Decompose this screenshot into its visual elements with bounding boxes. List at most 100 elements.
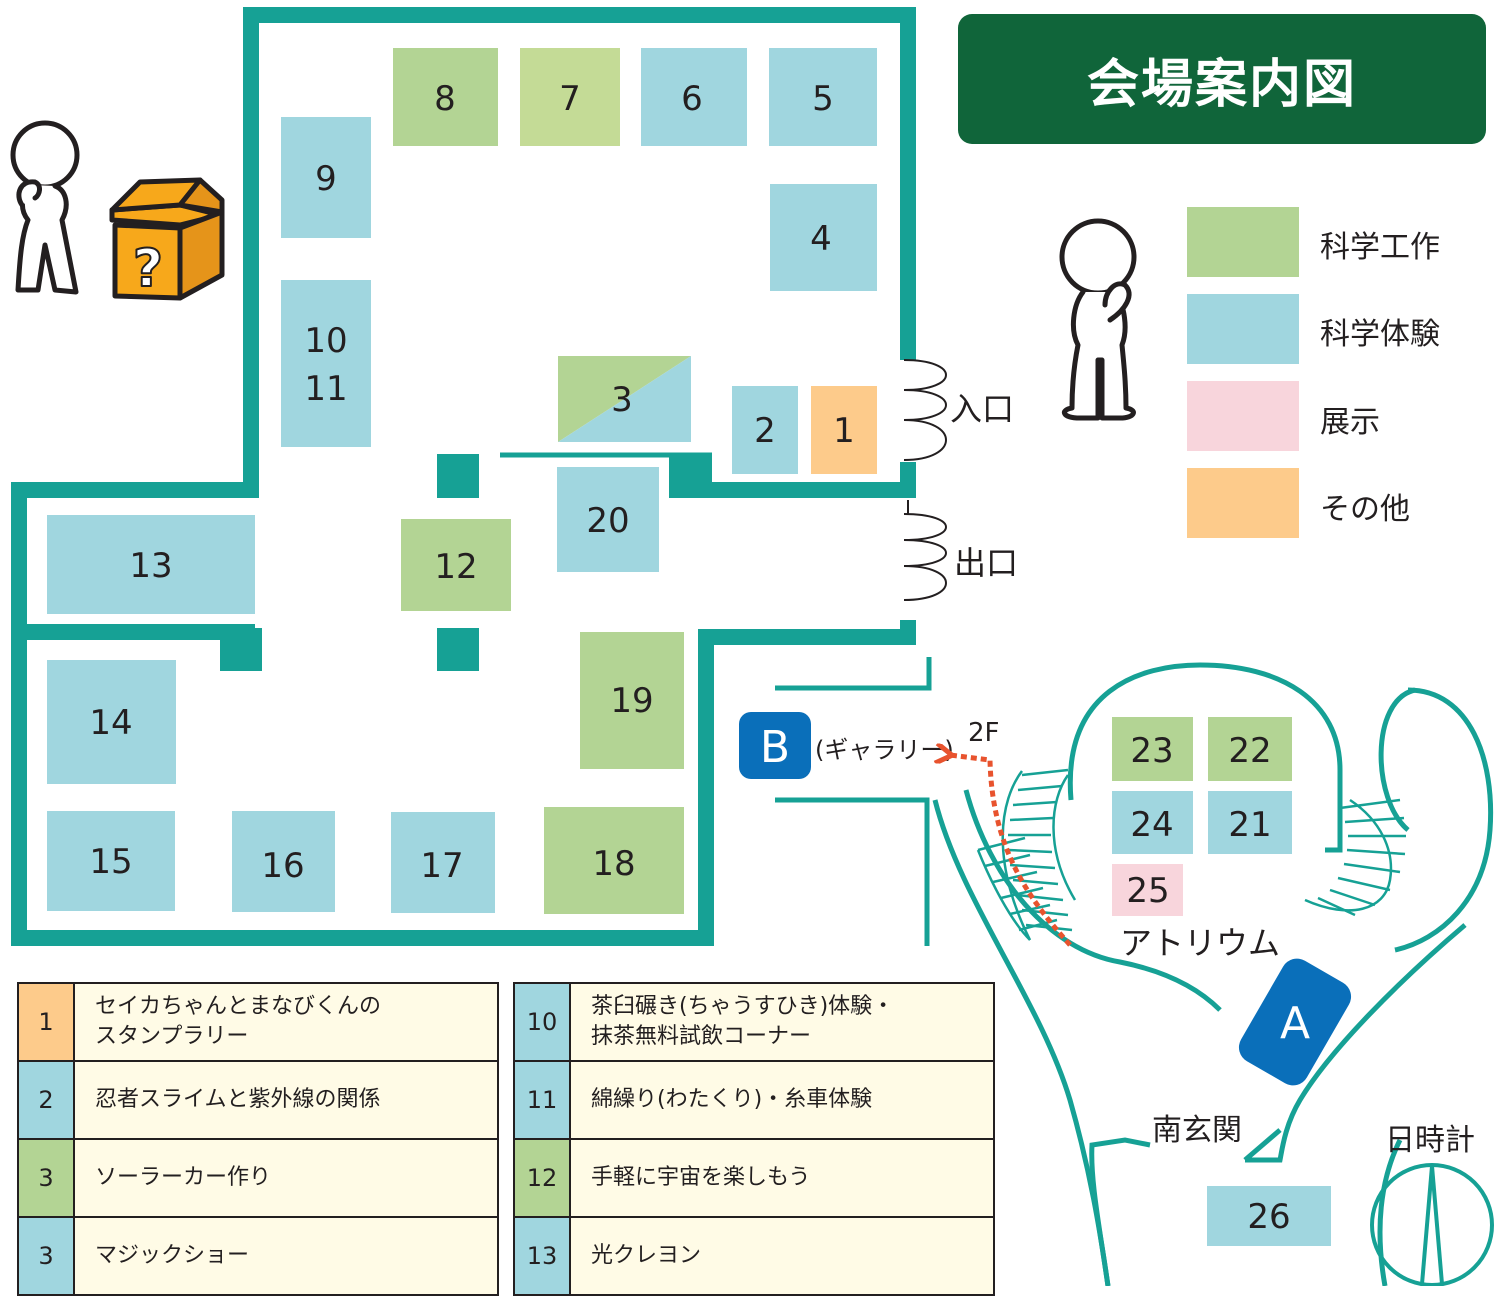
- booth-7[interactable]: 7: [520, 48, 620, 146]
- legend-label-exhibit: 展示: [1320, 405, 1380, 440]
- booth-10-11[interactable]: 10 11: [281, 280, 371, 447]
- corridor: [775, 657, 932, 946]
- booth-12-label: 12: [434, 547, 477, 587]
- booth-1-label: 1: [833, 411, 855, 451]
- legend-swatch-craft: [1187, 207, 1299, 277]
- booth-19[interactable]: 19: [580, 632, 684, 769]
- booth-15[interactable]: 15: [47, 811, 175, 911]
- booth-4[interactable]: 4: [770, 184, 877, 291]
- legend-label-other: その他: [1320, 492, 1410, 527]
- booth-15-label: 15: [89, 842, 132, 882]
- booth-13-label: 13: [129, 546, 172, 586]
- table-row: 11 綿繰り(わたくり)・糸車体験: [513, 1060, 995, 1140]
- booth-17-label: 17: [420, 846, 463, 886]
- booth-1[interactable]: 1: [811, 386, 877, 474]
- pillars: [220, 454, 712, 671]
- table-row: 1 セイカちゃんとまなびくんの スタンプラリー: [17, 982, 499, 1062]
- booth-19-label: 19: [610, 681, 653, 721]
- program-num: 3: [17, 1138, 75, 1218]
- sundial-icon: [1370, 1163, 1494, 1286]
- program-title: マジックショー: [73, 1216, 499, 1296]
- table-row: 13 光クレヨン: [513, 1216, 995, 1296]
- entrance-marker-a[interactable]: A: [1233, 953, 1357, 1091]
- booth-12[interactable]: 12: [401, 519, 511, 611]
- booth-21[interactable]: 21: [1208, 791, 1292, 854]
- program-title: 光クレヨン: [569, 1216, 995, 1296]
- booth-18-label: 18: [592, 844, 635, 884]
- program-num: 1: [17, 982, 75, 1062]
- entrance-label: 入口: [950, 390, 1014, 428]
- booth-25[interactable]: 25: [1112, 864, 1183, 916]
- map-title-banner: 会場案内図: [958, 14, 1486, 144]
- route-arrow: [950, 755, 1072, 947]
- thinking-person-icon: [1059, 218, 1137, 421]
- booth-22[interactable]: 22: [1208, 717, 1292, 781]
- booth-10-label: 10: [304, 321, 347, 361]
- booth-16-label: 16: [261, 846, 304, 886]
- booth-21-label: 21: [1228, 805, 1271, 845]
- booth-7-label: 7: [559, 79, 581, 119]
- booth-14[interactable]: 14: [47, 660, 176, 784]
- marker-b-label: B: [760, 722, 790, 773]
- atrium-stairs-right: [1304, 798, 1406, 917]
- sundial-label: 日時計: [1385, 1123, 1475, 1158]
- booth-3[interactable]: 3: [558, 356, 691, 442]
- mystery-box-icon: ?: [109, 177, 225, 301]
- booth-5-label: 5: [812, 79, 834, 119]
- legend-label-experience: 科学体験: [1320, 317, 1440, 352]
- program-num: 11: [513, 1060, 571, 1140]
- booth-8[interactable]: 8: [393, 48, 498, 146]
- booth-18[interactable]: 18: [544, 807, 684, 914]
- booth-26-label: 26: [1247, 1197, 1290, 1237]
- booth-20[interactable]: 20: [557, 467, 659, 572]
- gallery-marker-b[interactable]: B: [739, 712, 811, 779]
- booth-14-label: 14: [89, 703, 132, 743]
- booth-9-label: 9: [315, 159, 337, 199]
- program-table-left: 1 セイカちゃんとまなびくんの スタンプラリー 2 忍者スライムと紫外線の関係 …: [17, 982, 499, 1296]
- booth-9[interactable]: 9: [281, 117, 371, 238]
- table-row: 3 マジックショー: [17, 1216, 499, 1296]
- program-num: 13: [513, 1216, 571, 1296]
- booth-13[interactable]: 13: [47, 515, 255, 614]
- south-entrance-label: 南玄関: [1152, 1113, 1242, 1148]
- program-num: 12: [513, 1138, 571, 1218]
- program-num: 2: [17, 1060, 75, 1140]
- table-row: 3 ソーラーカー作り: [17, 1138, 499, 1218]
- building-walls: [11, 7, 916, 946]
- program-table-right: 10 茶臼碾き(ちゃうすひき)体験・ 抹茶無料試飲コーナー 11 綿繰り(わたく…: [513, 982, 995, 1296]
- program-title: 手軽に宇宙を楽しもう: [569, 1138, 995, 1218]
- booth-25-label: 25: [1126, 871, 1169, 911]
- booth-6-label: 6: [681, 79, 703, 119]
- atrium-label: アトリウム: [1120, 924, 1280, 962]
- booth-17[interactable]: 17: [391, 812, 495, 913]
- booth-26[interactable]: 26: [1207, 1186, 1331, 1246]
- booth-4-label: 4: [810, 219, 832, 259]
- table-row: 2 忍者スライムと紫外線の関係: [17, 1060, 499, 1140]
- booth-2[interactable]: 2: [732, 386, 798, 474]
- booth-16[interactable]: 16: [232, 811, 335, 912]
- gallery-label: (ギャラリー): [815, 736, 954, 764]
- booth-6[interactable]: 6: [641, 48, 747, 146]
- exit-door: [903, 500, 947, 601]
- booth-5[interactable]: 5: [769, 48, 877, 146]
- booth-23[interactable]: 23: [1112, 717, 1193, 781]
- atrium-structure: [932, 662, 1494, 1286]
- program-title: セイカちゃんとまなびくんの スタンプラリー: [73, 982, 499, 1062]
- booth-8-label: 8: [434, 79, 456, 119]
- marker-a-label: A: [1280, 998, 1310, 1049]
- legend-swatch-exhibit: [1187, 381, 1299, 451]
- entrance-door: [903, 359, 947, 461]
- program-title: ソーラーカー作り: [73, 1138, 499, 1218]
- table-row: 12 手軽に宇宙を楽しもう: [513, 1138, 995, 1218]
- booth-11-label: 11: [304, 369, 347, 409]
- booth-24[interactable]: 24: [1112, 791, 1193, 854]
- program-title: 綿繰り(わたくり)・糸車体験: [569, 1060, 995, 1140]
- booth-2-label: 2: [754, 411, 776, 451]
- map-title: 会場案内図: [1086, 54, 1357, 115]
- legend-swatch-other: [1187, 468, 1299, 538]
- question-mark: ?: [133, 239, 163, 299]
- booth-24-label: 24: [1130, 805, 1173, 845]
- legend-label-craft: 科学工作: [1320, 230, 1440, 265]
- booths: 8 7 6 5 9 4 10 11 3 2 1 20 13 12 19 14 1…: [47, 48, 1331, 1246]
